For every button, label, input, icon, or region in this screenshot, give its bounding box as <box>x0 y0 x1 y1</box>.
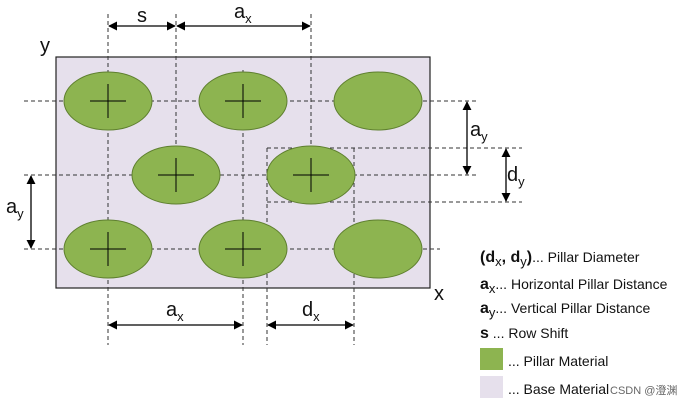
legend-horizontal: ax... Horizontal Pillar Distance <box>480 276 668 296</box>
legend: (dx, dy)... Pillar Diameter ax... Horizo… <box>480 249 668 398</box>
pillar <box>333 219 423 279</box>
label-ay-right: ay <box>470 119 488 144</box>
dimension-dx: dx <box>267 299 354 330</box>
pillar <box>198 219 288 279</box>
dimension-s: s <box>108 5 176 31</box>
pillar <box>333 71 423 131</box>
pillar <box>63 71 153 131</box>
y-axis-label: y <box>40 35 50 57</box>
pillar-grid <box>63 71 423 279</box>
dimension-dy: dy <box>501 148 525 202</box>
pillar-material-swatch <box>480 348 503 370</box>
dimension-ax-top: ax <box>176 1 311 31</box>
dimension-ax-bottom: ax <box>108 299 243 330</box>
dimension-ay-right: ay <box>462 101 488 175</box>
legend-diameter: (dx, dy)... Pillar Diameter <box>480 249 640 269</box>
legend-pillar-material: ... Pillar Material <box>508 353 608 369</box>
watermark: CSDN @澄渊 <box>610 383 677 397</box>
legend-base-material: ... Base Material <box>508 381 609 397</box>
legend-shift: s ... Row Shift <box>480 325 568 342</box>
base-material-swatch <box>480 376 503 398</box>
label-ay-left: ay <box>6 196 24 221</box>
label-dx: dx <box>302 299 320 324</box>
pillar <box>131 145 221 205</box>
pillar <box>198 71 288 131</box>
pillar <box>266 145 356 205</box>
label-s: s <box>137 5 147 27</box>
legend-vertical: ay... Vertical Pillar Distance <box>480 300 650 320</box>
x-axis-label: x <box>434 283 444 305</box>
dimension-ay-left: ay <box>6 175 36 249</box>
label-ax-bottom: ax <box>166 299 184 324</box>
label-dy: dy <box>507 164 525 189</box>
pillar <box>63 219 153 279</box>
label-ax-top: ax <box>234 1 252 26</box>
